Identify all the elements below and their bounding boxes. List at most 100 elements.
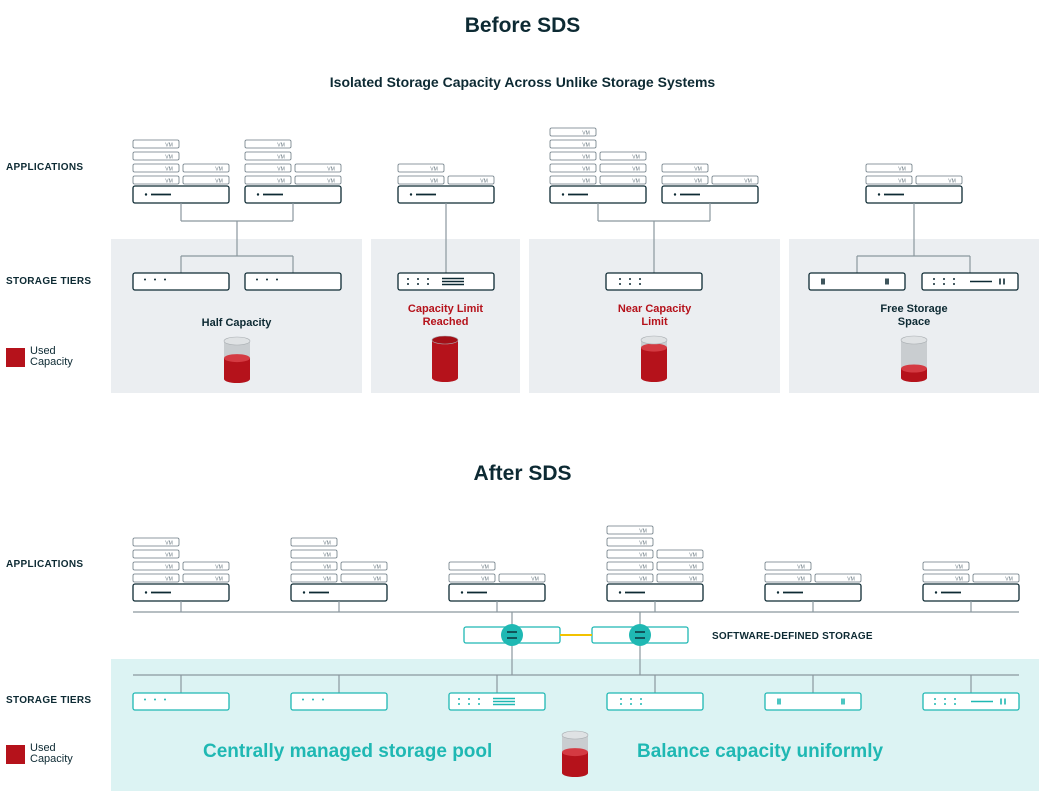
storage-dot [629,283,631,285]
server-box [661,185,759,204]
storage-dot [164,278,166,281]
server-led [256,193,260,196]
vm-label: VM [481,564,489,570]
vm-box [656,561,704,571]
server-box [448,583,546,602]
panel-1-label-line-1: Half Capacity [201,317,272,329]
storage-dot [953,278,955,280]
server-box [764,583,862,602]
vm-label: VM [689,576,697,582]
server-led [460,591,464,594]
cylinder-cap [900,335,928,345]
storage-dot [620,698,622,700]
vm-label: VM [1005,576,1013,582]
vm-box [915,175,963,185]
vm-box [244,163,292,173]
server-box [290,583,388,602]
vm-box [397,175,445,185]
server-led [673,193,677,196]
vm-label: VM [632,154,640,160]
vm-label: VM [323,540,331,546]
storage-box [132,272,230,291]
storage-dot [164,698,166,701]
storage-dot [407,278,409,280]
vm-label: VM [694,178,702,184]
storage-dot [934,698,936,700]
before-title: Before SDS [464,14,581,37]
vm-label: VM [847,576,855,582]
panel-3-label: Near Capacity Limit [529,303,780,329]
vm-box [132,175,180,185]
vm-label: VM [582,178,590,184]
panel-2-label-line-1: Capacity Limit [407,303,484,315]
cylinder-fill-top [641,343,667,352]
vm-box [661,175,709,185]
storage-dot [944,698,946,700]
vm-box [244,175,292,185]
storage-box [244,272,342,291]
server-led [877,193,881,196]
vm-label: VM [373,576,381,582]
vm-label: VM [639,576,647,582]
vm-label: VM [215,178,223,184]
vm-label: VM [632,178,640,184]
vm-box [340,561,388,571]
vm-box [498,573,546,583]
vm-box [132,139,180,149]
storage-dot [322,698,324,701]
after-legend-swatch [6,745,25,764]
storage-dot [427,278,429,280]
vm-box [132,573,180,583]
balance-label: Balance capacity uniformly [637,741,884,762]
vm-label: VM [165,576,173,582]
panel-3-label-line-2: Limit [641,316,668,328]
server-box [606,583,704,602]
storage-box [605,272,703,291]
vm-box [814,573,862,583]
vm-label: VM [582,154,590,160]
storage-dot [417,278,419,280]
vm-box [447,175,495,185]
cylinder-fill-top [901,364,927,373]
vm-label: VM [277,178,285,184]
vm-label: VM [323,552,331,558]
storage-dot [934,703,936,705]
storage-dot [619,283,621,285]
vm-label: VM [639,564,647,570]
server-box [865,185,963,204]
vm-label: VM [948,178,956,184]
storage-dot [154,698,156,701]
sds-sync-icon [629,624,651,646]
cylinder-fill [641,347,667,382]
vm-label: VM [277,154,285,160]
storage-dot [302,698,304,701]
cylinder-fill [432,340,458,382]
after-title: After SDS [473,462,572,485]
legend-line-1: Used [30,345,56,357]
pool-label: Centrally managed storage pool [203,741,493,762]
after-legend-line-1: Used [30,742,56,754]
storage-dot [478,703,480,705]
storage-dot [154,278,156,281]
vm-box [294,163,342,173]
storage-dot [944,703,946,705]
vm-label: VM [531,576,539,582]
vm-box [132,151,180,161]
storage-dot [630,698,632,700]
vm-label: VM [689,564,697,570]
vm-label: VM [165,142,173,148]
vm-box [656,573,704,583]
vm-box [132,561,180,571]
storage-dot [639,283,641,285]
vm-label: VM [955,564,963,570]
storage-dot [954,703,956,705]
sds-label: SOFTWARE-DEFINED STORAGE [712,631,873,642]
vm-box [244,139,292,149]
vm-label: VM [797,576,805,582]
vm-label: VM [430,178,438,184]
vm-label: VM [639,540,647,546]
vm-box [661,163,709,173]
vm-label: VM [689,552,697,558]
storage-dot [312,698,314,701]
vm-box [290,573,338,583]
